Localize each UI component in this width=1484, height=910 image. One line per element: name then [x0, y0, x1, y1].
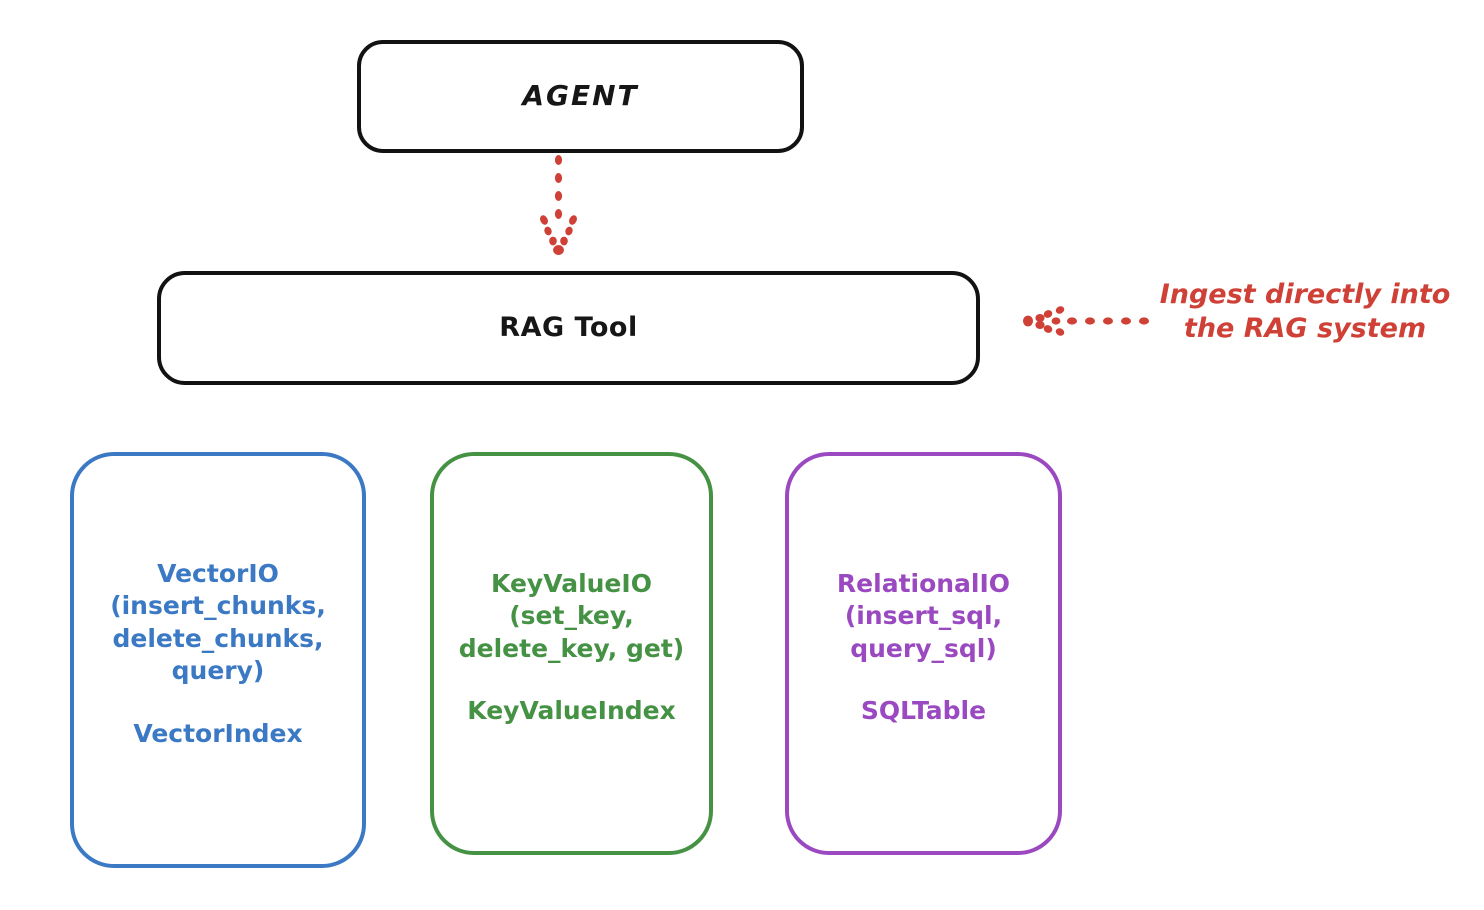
spacer: [434, 665, 709, 695]
node-relational-io-api-label: RelationalIO (insert_sql, query_sql): [836, 568, 1011, 663]
spacer: [789, 665, 1058, 695]
node-vector-io-api-label: VectorIO (insert_chunks, delete_chunks, …: [110, 558, 326, 686]
node-rag-tool-label: RAG Tool: [499, 311, 638, 343]
node-relational-io[interactable]: RelationalIO (insert_sql, query_sql) SQL…: [785, 452, 1062, 855]
node-agent-label: AGENT: [522, 79, 639, 113]
annotation-ingest: Ingest directly into the RAG system: [1159, 279, 1451, 344]
node-rag-tool[interactable]: RAG Tool: [157, 271, 980, 385]
node-key-value-io-api-label: KeyValueIO (set_key, delete_key, get): [458, 568, 685, 663]
node-vector-io-index-label: VectorIndex: [133, 718, 303, 748]
ingest-to-rag-tool-arrow-icon: [1023, 306, 1149, 336]
node-relational-io-index-label: SQLTable: [860, 696, 987, 725]
node-agent[interactable]: AGENT: [357, 40, 804, 153]
node-vector-io[interactable]: VectorIO (insert_chunks, delete_chunks, …: [70, 452, 366, 868]
node-key-value-io-index-label: KeyValueIndex: [467, 696, 676, 725]
spacer: [74, 688, 362, 718]
node-key-value-io[interactable]: KeyValueIO (set_key, delete_key, get) Ke…: [430, 452, 713, 855]
agent-to-rag-tool-arrow-icon: [540, 155, 577, 255]
